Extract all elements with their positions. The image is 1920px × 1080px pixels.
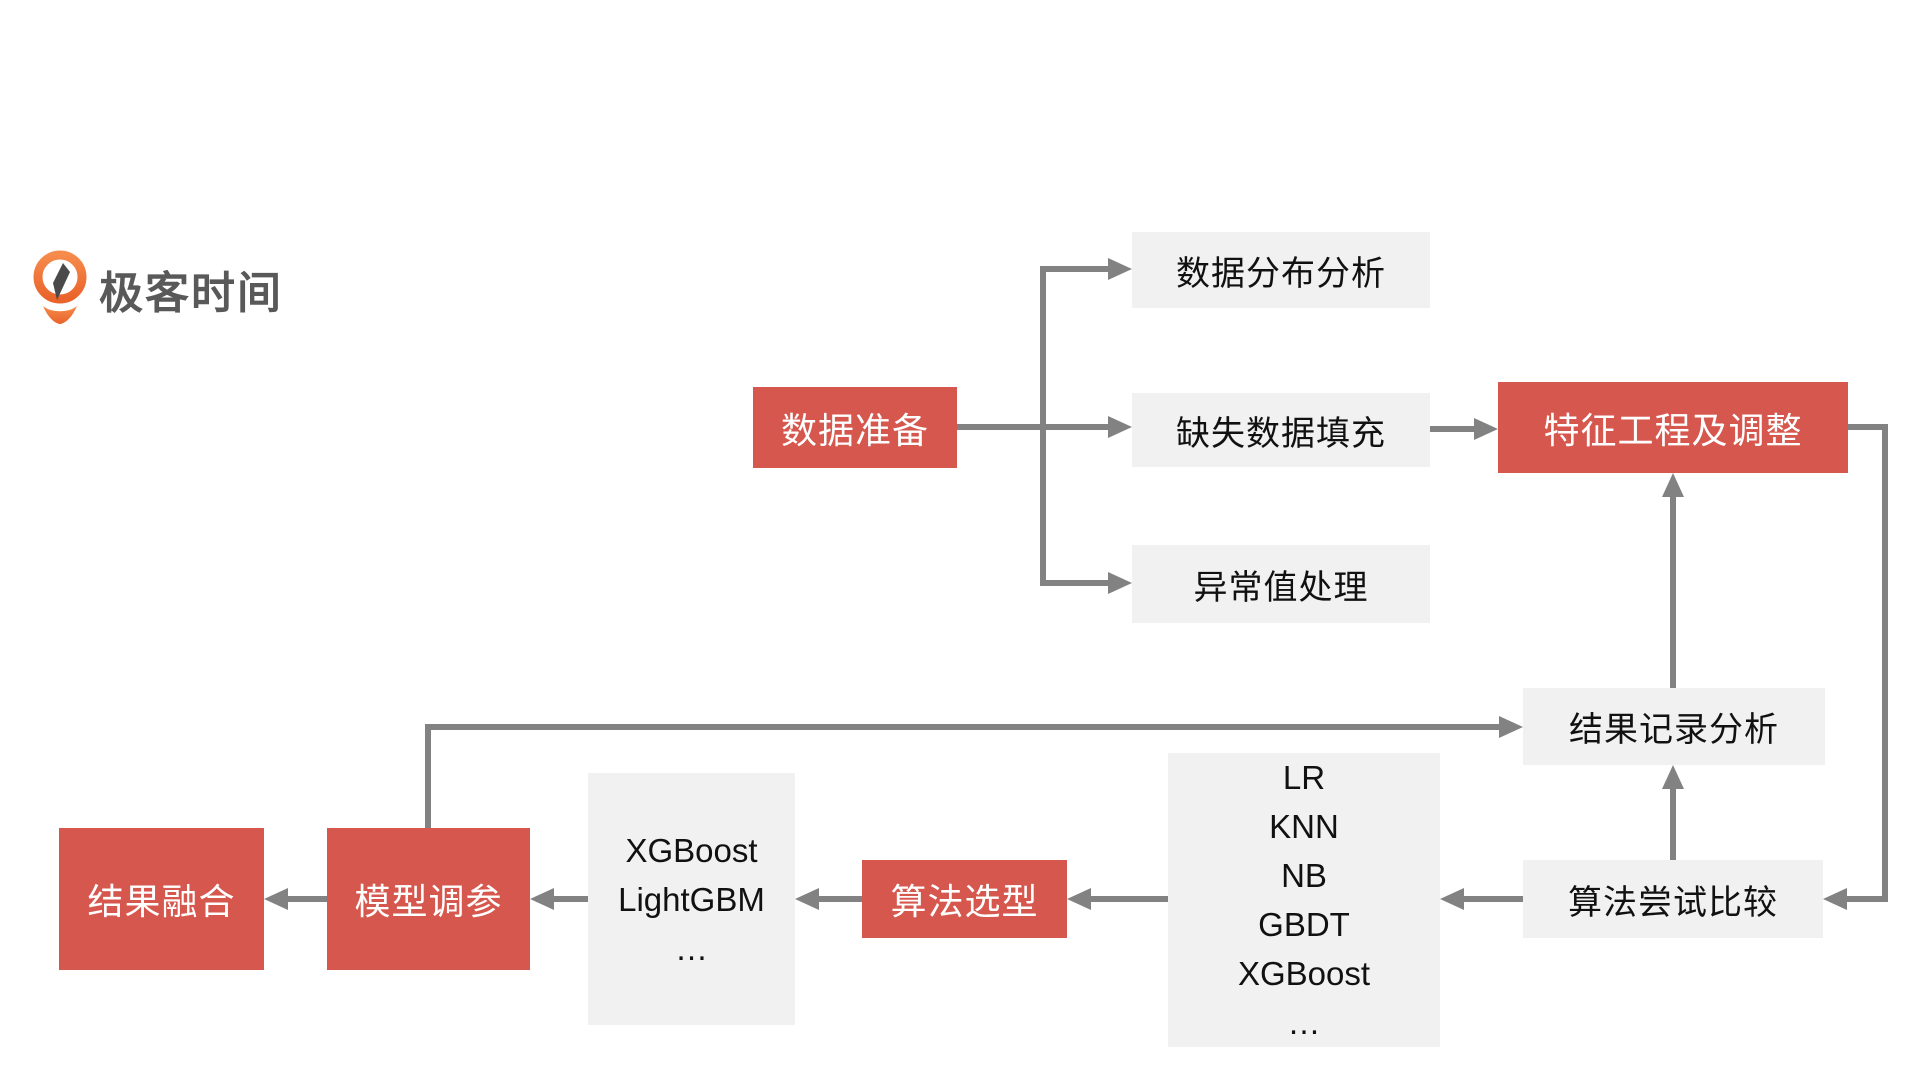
connector-branch-vertical [1040, 266, 1046, 586]
arrowhead-to-candidates [1440, 888, 1464, 910]
connector-dataprep-out [957, 424, 1108, 430]
node-data-preparation: 数据准备 [753, 387, 957, 468]
connector-branch-top [1043, 266, 1108, 272]
algorithm-candidate: … [1287, 1004, 1321, 1041]
arrowhead-to-model-candidates [795, 888, 819, 910]
arrowhead-to-algo-compare [1823, 888, 1847, 910]
connector-tuning-to-fusion [288, 896, 327, 902]
node-model-candidates: XGBoost LightGBM … [588, 773, 795, 1025]
arrowhead-to-result-record-left [1499, 716, 1523, 738]
model-candidate: XGBoost [625, 831, 758, 869]
arrowhead-to-result-record [1662, 765, 1684, 789]
arrowhead-to-distribution [1108, 258, 1132, 280]
algorithm-candidate: NB [1281, 857, 1327, 894]
node-algorithm-trial-comparison: 算法尝试比较 [1523, 860, 1823, 938]
connector-select-to-models [819, 896, 862, 902]
node-model-tuning: 模型调参 [327, 828, 530, 970]
connector-compare-to-candidates [1464, 896, 1523, 902]
connector-record-to-feature [1670, 497, 1676, 688]
node-outlier-handling: 异常值处理 [1132, 545, 1430, 623]
connector-feature-right [1848, 424, 1885, 430]
connector-tuning-feedback-horizontal [425, 724, 1499, 730]
arrowhead-to-result-fusion [264, 888, 288, 910]
arrowhead-to-model-tuning [530, 888, 554, 910]
arrowhead-to-missing-fill [1108, 416, 1132, 438]
algorithm-candidate: XGBoost [1237, 955, 1371, 992]
node-feature-engineering: 特征工程及调整 [1498, 382, 1848, 473]
node-data-distribution-analysis: 数据分布分析 [1132, 232, 1430, 308]
node-result-record-analysis: 结果记录分析 [1523, 688, 1825, 765]
model-candidate: LightGBM [618, 880, 765, 918]
brand-logo: 极客时间 [33, 250, 283, 328]
connector-candidates-to-select [1091, 896, 1168, 902]
algorithm-candidate: LR [1282, 759, 1326, 796]
node-algorithm-candidates: LR KNN NB GBDT XGBoost … [1168, 753, 1440, 1047]
connector-compare-to-record [1670, 789, 1676, 860]
geektime-logo-icon [33, 250, 87, 324]
connector-missing-to-feature [1430, 426, 1474, 432]
algorithm-candidate: KNN [1269, 808, 1339, 845]
node-algorithm-selection: 算法选型 [862, 860, 1067, 938]
connector-branch-bottom [1043, 580, 1108, 586]
arrowhead-to-feature-eng [1474, 418, 1498, 440]
algorithm-candidate: GBDT [1258, 906, 1350, 943]
model-candidate: … [675, 929, 708, 967]
node-result-fusion: 结果融合 [59, 828, 264, 970]
connector-right-vertical [1882, 424, 1888, 902]
connector-models-to-tuning [554, 896, 588, 902]
arrowhead-to-algo-select [1067, 888, 1091, 910]
arrowhead-to-feature-bottom [1662, 473, 1684, 497]
arrowhead-to-outlier [1108, 572, 1132, 594]
connector-into-algo-compare [1847, 896, 1888, 902]
brand-name: 极客时间 [99, 269, 283, 318]
node-missing-data-fill: 缺失数据填充 [1132, 393, 1430, 467]
connector-tuning-feedback-vertical [425, 727, 431, 828]
